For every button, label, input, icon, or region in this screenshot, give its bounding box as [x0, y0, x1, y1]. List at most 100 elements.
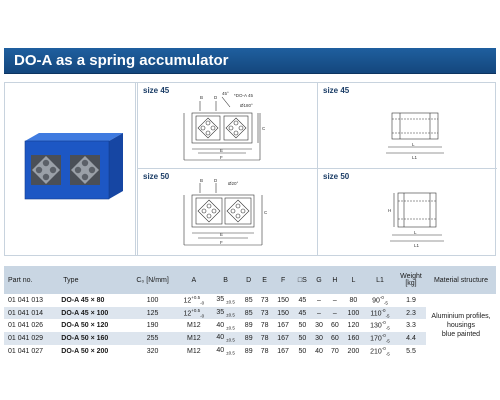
cell-l1-tol-lower: -5: [383, 300, 388, 306]
cell-l: 80: [349, 296, 358, 304]
cell-l: 200: [347, 347, 360, 355]
cell-l1-tol-upper: -0: [381, 307, 386, 313]
cell-l1: 210-0-5: [364, 345, 396, 358]
cell-e: 78: [260, 322, 269, 330]
cell-h: –: [332, 296, 337, 304]
cell-l1-tol-upper: -0: [381, 320, 386, 326]
drawing-size45-front: size 45 B D: [137, 83, 317, 169]
cell-s: 50: [298, 335, 307, 343]
cell-f: 167: [277, 335, 289, 343]
cell-l1-tol-lower: -5: [385, 326, 390, 332]
cell-l1: 90-0-5: [364, 294, 396, 307]
cell-l1-value: 170: [370, 335, 382, 343]
callout-e: E: [220, 232, 223, 237]
table-header-row: Part no. Type C₀ [N/mm] A B D E F □S G H…: [4, 266, 496, 294]
callout-h: H: [388, 208, 391, 213]
cell-l: 160: [347, 335, 360, 343]
product-image: [24, 133, 123, 200]
cell-b-value: 35: [216, 296, 225, 304]
cell-type: DO-A 50 × 160: [61, 335, 109, 343]
cell-b-value: 35: [216, 308, 225, 316]
cell-s: 50: [298, 347, 307, 355]
header-f: F: [280, 276, 286, 284]
callout-dia: Ø180°: [240, 103, 253, 108]
callout-l: L: [414, 230, 417, 235]
cell-l1: 110-0-5: [364, 307, 396, 320]
cell-part-no: 01 041 014: [8, 309, 44, 317]
table-row: 01 041 027 DO-A 50 × 200 320 M12 40 ±0.5…: [4, 345, 496, 358]
cell-l: 100: [347, 309, 360, 317]
cell-l1-tol-upper: -0: [381, 345, 386, 351]
cell-h: 70: [330, 347, 339, 355]
callout-l1: L1: [412, 155, 418, 160]
cell-c0: 255: [146, 335, 159, 343]
cell-d: 89: [244, 335, 253, 343]
cell-b-value: 40: [216, 334, 225, 342]
cell-b-value: 40: [216, 347, 225, 355]
cell-l1-value: 110: [370, 310, 382, 318]
cell-weight: 5.5: [406, 347, 416, 355]
cell-f: 150: [277, 296, 289, 304]
callout-b: B: [200, 178, 203, 183]
cell-l: 120: [347, 322, 360, 330]
cell-g: 40: [315, 347, 323, 355]
header-c0: C₀ [N/mm]: [136, 276, 169, 284]
drawing-size50-front: size 50 B D Ø20°: [137, 169, 317, 255]
cell-weight: 1.9: [406, 296, 416, 304]
cell-h: 60: [330, 335, 339, 343]
header-part-no: Part no.: [8, 276, 33, 284]
cell-l1: 130-0-5: [364, 319, 396, 332]
figure-box: size 45 B D: [4, 82, 497, 256]
panel-label: size 45: [143, 86, 170, 95]
header-d: D: [246, 276, 252, 284]
cell-a-tol-upper: +0.5: [191, 307, 201, 313]
callout-b: B: [200, 95, 203, 100]
cell-l1-value: 210: [370, 348, 382, 356]
cell-b: 40 ±0.5: [210, 332, 240, 345]
cell-b-tol: ±0.5: [226, 312, 235, 318]
cell-h: –: [332, 309, 337, 317]
cell-a: 12+0.5-0: [177, 307, 210, 320]
callout-l: L: [412, 142, 415, 147]
callout-d: D: [214, 178, 218, 183]
callout-angle: 45°: [222, 91, 229, 96]
cell-a-value: 12: [183, 297, 192, 305]
product-photo: [5, 83, 136, 255]
cell-l1-tol-lower: -5: [385, 313, 390, 319]
cell-b: 35 ±0.5: [210, 294, 240, 307]
header-type: Type: [63, 276, 79, 284]
cell-a-tol-upper: +0.5: [191, 295, 201, 300]
cell-weight: 3.3: [406, 322, 416, 330]
header-weight: Weight [kg]: [400, 273, 422, 287]
cell-d: 85: [244, 309, 253, 317]
callout-f: F: [220, 155, 223, 160]
material-line-3: blue painted: [441, 331, 481, 339]
header-h: H: [332, 276, 338, 284]
cell-b-tol: ±0.5: [226, 350, 235, 356]
cell-a: M12: [187, 347, 201, 355]
drawing-side-50: L L1 H: [388, 192, 444, 248]
cell-l1-tol-lower: -5: [385, 351, 390, 357]
drawing-side-45: L L1: [386, 112, 444, 160]
cell-part-no: 01 041 013: [8, 296, 44, 304]
callout-l1: L1: [414, 243, 420, 248]
cell-weight: 4.4: [406, 335, 416, 343]
drawing-front-50: B D Ø20° E F C: [183, 178, 268, 246]
cell-s: 45: [298, 296, 307, 304]
cell-c0: 125: [146, 309, 159, 317]
callout-d: D: [214, 95, 218, 100]
cell-l1-tol-lower: -5: [385, 338, 390, 344]
header-b: B: [223, 276, 228, 284]
cell-material: Aluminium profiles, housings blue painte…: [426, 294, 496, 358]
callout-f: F: [220, 240, 223, 245]
cell-f: 150: [277, 309, 289, 317]
cell-b: 40 ±0.5: [210, 319, 240, 332]
table-row: 01 041 026 DO-A 50 × 120 190 M12 40 ±0.5…: [4, 319, 496, 332]
panel-label: size 50: [323, 172, 350, 181]
cell-e: 73: [260, 309, 269, 317]
cell-l1: 170-0-5: [364, 332, 396, 345]
cell-b-tol: ±0.5: [226, 299, 235, 305]
cell-d: 89: [244, 347, 253, 355]
cell-type: DO-A 45 × 80: [61, 296, 105, 304]
cell-l1-value: 130: [370, 322, 382, 330]
